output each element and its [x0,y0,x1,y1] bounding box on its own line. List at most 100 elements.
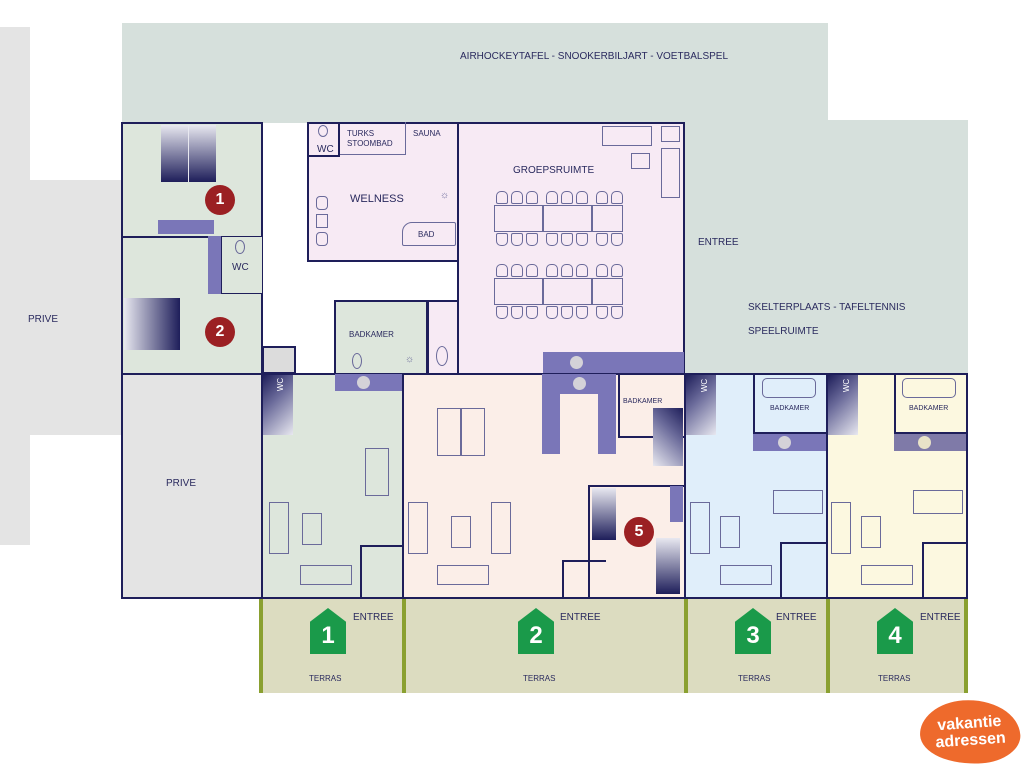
badkamer-unit-4 [894,374,966,434]
bath-tub [402,222,456,246]
stairs-unit-2 [653,408,683,466]
chair [576,306,588,319]
wc-label: WC [232,262,249,273]
unit-3-wc-label: WC [700,378,710,393]
ceiling-light-unit-1 [357,376,370,389]
group-table-2c [592,278,623,305]
sofa-unit-1 [269,502,289,554]
coffee-table-unit-4 [861,516,881,548]
unit-4-wc-label: WC [842,378,852,393]
double-bed-2 [124,298,180,350]
ceiling-light-unit-3 [778,436,791,449]
sofa-groepsruimte-side [661,148,680,198]
prive-room [121,373,263,599]
chair [576,191,588,204]
group-table-2b [543,278,592,305]
chair [526,191,538,204]
chair [511,191,523,204]
group-table-2a [494,278,543,305]
sofa-bottom-unit-1 [300,565,352,585]
coffee-table-unit-2 [451,516,471,548]
lounger-2 [316,214,328,228]
chair [596,191,608,204]
shower-icon-badkamer: ☼ [405,354,415,365]
turks-stoombad [340,122,406,155]
room-badge-5: 5 [624,517,654,547]
wc-welness [307,122,340,157]
unit-1-wc-label: WC [276,377,286,392]
room-badge-1: 1 [205,185,235,215]
wardrobe-5 [670,486,683,522]
sauna-label: SAUNA [413,129,441,138]
coffee-table-unit-3 [720,516,740,548]
welness-label: WELNESS [350,193,404,205]
sofa-bottom-unit-2 [437,565,489,585]
groepsruimte [457,122,685,375]
group-table-1a [494,205,543,232]
unit-3-entree-label: ENTREE [776,612,817,623]
unit-2-entree-label: ENTREE [560,612,601,623]
turks-label-1: TURKS [347,129,375,138]
hall-unit-1 [360,545,402,599]
stairs-unit-1 [263,375,293,435]
side-table-groepsruimte [631,153,650,169]
bed-1-divider [188,125,189,182]
chair [576,264,588,277]
chair [611,233,623,246]
sofa-unit-4 [831,502,851,554]
wardrobe-2 [208,236,222,294]
outdoor-right-label-2: SPEELRUIMTE [748,326,819,337]
sofa-bottom-unit-3 [720,565,772,585]
coffee-table-unit-1 [302,513,322,545]
unit-4-entree-label: ENTREE [920,612,961,623]
bad-label: BAD [418,230,435,239]
chair [526,233,538,246]
badkamer-unit-3 [753,374,826,434]
room-badge-2: 2 [205,317,235,347]
unit-1-terras-label: TERRAS [309,674,342,683]
toilet-icon-welness [318,125,328,137]
chair [546,191,558,204]
hall-unit-4 [922,542,966,598]
unit-3-terras-label: TERRAS [738,674,771,683]
groepsruimte-label: GROEPSRUIMTE [513,165,595,176]
chair [526,264,538,277]
dining-table-unit-1 [365,448,389,496]
lounger-3 [316,232,328,246]
sofa-unit-3 [690,502,710,554]
group-table-1c [592,205,623,232]
sofa-left-unit-2 [408,502,428,554]
outdoor-top-label: AIRHOCKEYTAFEL - SNOOKERBILJART - VOETBA… [460,51,729,62]
chimney-block-unit-2-side2 [598,374,616,454]
unit-4-terras-label: TERRAS [878,674,911,683]
bath-tub-unit-4 [902,378,956,398]
unit-2-badkamer-label: BADKAMER [623,398,663,405]
vakantieadressen-logo[interactable]: vakantie adressen [917,696,1023,768]
chair [546,264,558,277]
chair [611,264,623,277]
chair [596,306,608,319]
chair [496,233,508,246]
ceiling-light-unit-2 [573,377,586,390]
chair [596,264,608,277]
chair [596,233,608,246]
chair [496,306,508,319]
main-entree-label: ENTREE [698,237,739,248]
single-bed-5b [656,538,680,594]
unit-2-terras-label: TERRAS [523,674,556,683]
dining-table-unit-2a [437,408,461,456]
chair [496,264,508,277]
chair [511,306,523,319]
chair [561,233,573,246]
toilet-icon-central [436,346,448,366]
outdoor-zone-right [684,120,968,374]
sofa-right-unit-2 [491,502,511,554]
prive-outer-label: PRIVE [28,314,59,325]
wardrobe-1 [158,220,214,234]
chimney-block-unit-2-side [542,374,560,454]
badkamer-label: BADKAMER [349,330,394,339]
prive-strip [0,27,30,545]
prive-inner-label: PRIVE [166,478,197,489]
ceiling-light-1 [570,356,583,369]
chair [496,191,508,204]
